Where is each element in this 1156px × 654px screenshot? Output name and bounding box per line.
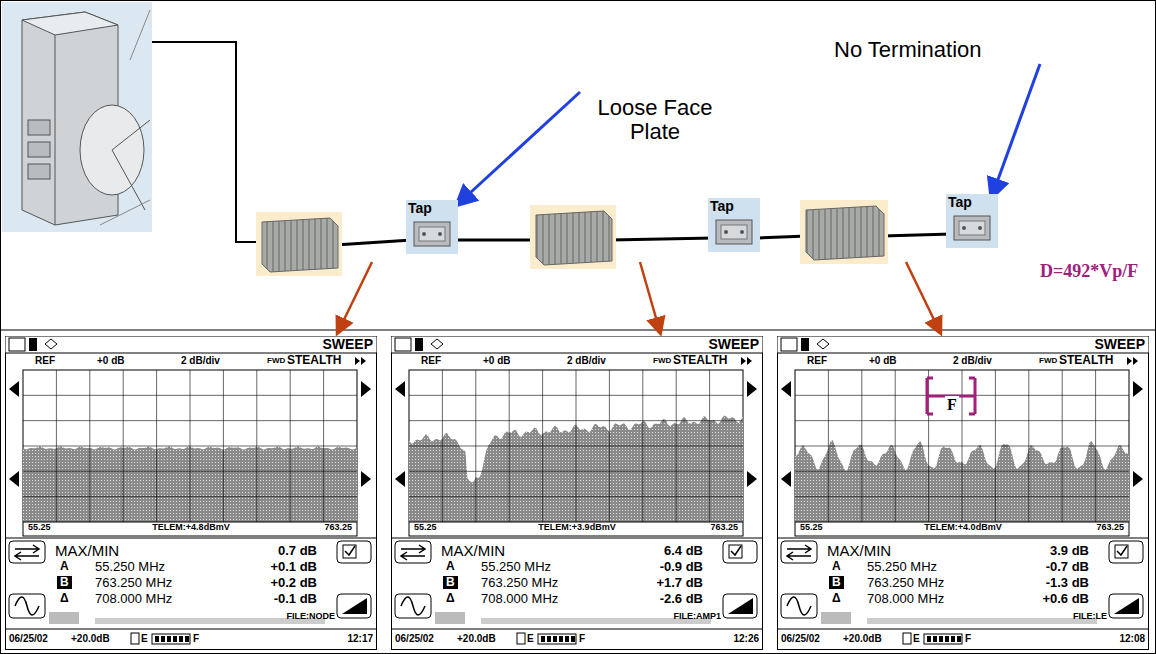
tap-label: Tap <box>408 201 432 216</box>
gain: +20.0dB <box>71 633 110 644</box>
marker-name: B <box>443 576 458 589</box>
scale-value: 2 dB/div <box>567 355 606 366</box>
marker-name: A <box>57 560 72 573</box>
screen-mode: SWEEP <box>1094 337 1145 352</box>
marker-freq: 708.000 MHz <box>95 592 172 606</box>
telemetry: TELEM:+4.8dBmV <box>150 523 231 533</box>
freq-stop: 763.25 <box>322 523 354 533</box>
freq-stop: 763.25 <box>1094 523 1126 533</box>
marker-freq: 708.000 MHz <box>867 592 944 606</box>
marker-value: +0.2 dB <box>270 576 317 590</box>
battery-full: F <box>965 633 971 644</box>
marker-value: -0.7 dB <box>1046 560 1089 574</box>
ref-label: REF <box>35 355 55 366</box>
ref-label: REF <box>807 355 827 366</box>
readout-title: MAX/MIN <box>827 543 891 560</box>
marker-value: +0.6 dB <box>1042 592 1089 606</box>
readout-value: 3.9 dB <box>1050 544 1089 558</box>
callout-text: Loose Face Plate <box>573 96 738 144</box>
marker-name: B <box>57 576 72 589</box>
formula: D=492*Vp/F <box>1040 262 1138 282</box>
clock: 12:17 <box>347 633 373 644</box>
tap-box: Tap <box>946 194 998 248</box>
marker-freq: 708.000 MHz <box>481 592 558 606</box>
callout-text: No Termination <box>834 38 982 62</box>
mode-label: STEALTH <box>673 354 727 367</box>
freq-stop: 763.25 <box>708 523 740 533</box>
battery-full: F <box>579 633 585 644</box>
file-name: FILE:NODE <box>287 612 336 622</box>
amplifier <box>256 212 342 276</box>
date: 06/25/02 <box>781 633 820 644</box>
readout-value: 6.4 dB <box>664 544 703 558</box>
marker-freq: 55.250 MHz <box>95 560 165 574</box>
tap-label: Tap <box>710 199 734 214</box>
marker-value: +0.1 dB <box>270 560 317 574</box>
sweep-screen: SWEEP REF +0 dB 2 dB/div FWDSTEALTH 55.25 TELE… <box>777 336 1149 650</box>
amplifier <box>800 200 888 264</box>
marker-value: -0.1 dB <box>274 592 317 606</box>
marker-freq: 55.250 MHz <box>481 560 551 574</box>
screen-mode: SWEEP <box>322 337 373 352</box>
marker-name: B <box>829 576 844 589</box>
date: 06/25/02 <box>9 633 48 644</box>
marker-name: A <box>443 560 458 573</box>
ref-value: +0 dB <box>483 355 511 366</box>
battery-empty: E <box>527 633 534 644</box>
ref-value: +0 dB <box>97 355 125 366</box>
tap-box: Tap <box>708 198 760 252</box>
headend-building <box>22 10 150 225</box>
marker-value: -1.3 dB <box>1046 576 1089 590</box>
ref-value: +0 dB <box>869 355 897 366</box>
clock: 12:08 <box>1119 633 1145 644</box>
marker-value: +1.7 dB <box>656 576 703 590</box>
gain: +20.0dB <box>843 633 882 644</box>
marker-name: Δ <box>829 592 844 605</box>
freq-start: 55.25 <box>26 523 53 533</box>
scale-value: 2 dB/div <box>181 355 220 366</box>
freq-start: 55.25 <box>798 523 825 533</box>
readout-value: 0.7 dB <box>278 544 317 558</box>
direction-label: FWD <box>267 357 285 366</box>
screen-mode: SWEEP <box>708 337 759 352</box>
readout-title: MAX/MIN <box>55 543 119 560</box>
battery-empty: E <box>913 633 920 644</box>
mode-label: STEALTH <box>1059 354 1113 367</box>
dimension-label: F <box>945 396 959 414</box>
amplifier <box>530 205 616 269</box>
marker-freq: 55.250 MHz <box>867 560 937 574</box>
sweep-screen: SWEEP REF +0 dB 2 dB/div FWDSTEALTH 55.25 TELE… <box>391 336 763 650</box>
marker-value: -0.9 dB <box>660 560 703 574</box>
gain: +20.0dB <box>457 633 496 644</box>
readout-title: MAX/MIN <box>441 543 505 560</box>
marker-name: A <box>829 560 844 573</box>
marker-freq: 763.250 MHz <box>481 576 558 590</box>
marker-freq: 763.250 MHz <box>867 576 944 590</box>
marker-name: Δ <box>57 592 72 605</box>
direction-label: FWD <box>1039 357 1057 366</box>
battery-full: F <box>193 633 199 644</box>
mode-label: STEALTH <box>287 354 341 367</box>
clock: 12:26 <box>733 633 759 644</box>
direction-label: FWD <box>653 357 671 366</box>
tap-label: Tap <box>948 195 972 210</box>
telemetry: TELEM:+4.0dBmV <box>922 523 1003 533</box>
file-name: FILE:AMP1 <box>673 612 721 622</box>
telemetry: TELEM:+3.9dBmV <box>536 523 617 533</box>
freq-start: 55.25 <box>412 523 439 533</box>
battery-empty: E <box>141 633 148 644</box>
ref-label: REF <box>421 355 441 366</box>
marker-name: Δ <box>443 592 458 605</box>
marker-value: -2.6 dB <box>660 592 703 606</box>
scale-value: 2 dB/div <box>953 355 992 366</box>
marker-freq: 763.250 MHz <box>95 576 172 590</box>
tap-box: Tap <box>406 200 458 254</box>
sweep-screen: SWEEP REF +0 dB 2 dB/div FWDSTEALTH 55.25 TELE… <box>5 336 377 650</box>
file-name: FILE:LE <box>1073 612 1107 622</box>
date: 06/25/02 <box>395 633 434 644</box>
